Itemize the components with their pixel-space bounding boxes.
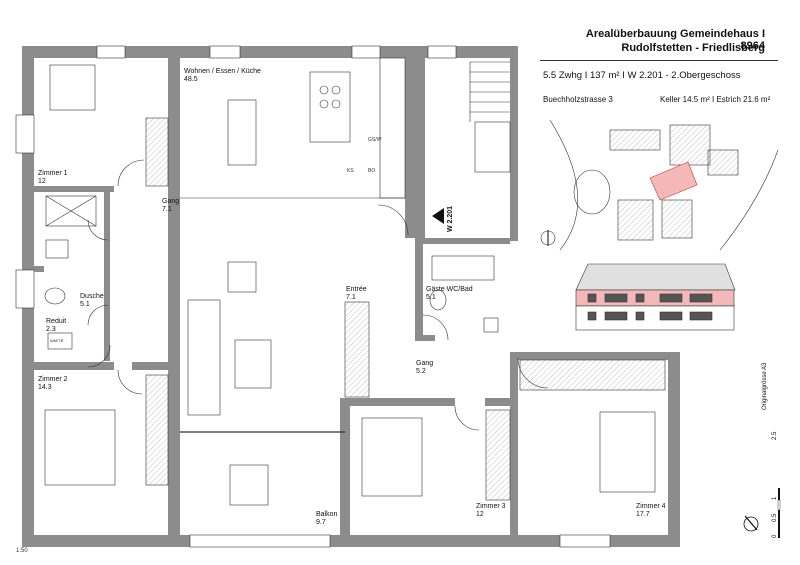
unit-info: 5.5 Zwhg I 137 m² I W 2.201 - 2.Obergesc…	[543, 70, 741, 81]
storage-info: Keller 14.5 m² I Estrich 21.6 m²	[660, 95, 771, 104]
appliance-gs: GS/W	[368, 137, 382, 143]
unit-marker: W 2.201	[447, 205, 454, 232]
project-location: Rudolfstetten - Friedlisberg	[621, 42, 765, 54]
appliance-ks: KS	[347, 168, 354, 174]
fixtures	[44, 57, 666, 506]
windows	[15, 45, 611, 548]
site-map	[540, 119, 779, 251]
unit-marker-arrow	[432, 208, 444, 224]
paper-format: Originalgrösse A3	[762, 362, 768, 410]
scale-bar-label-3: 2.5	[772, 431, 778, 440]
scale-bar	[777, 488, 781, 538]
north-arrow-icon	[743, 515, 759, 532]
scale-bar-label-2: 1	[772, 496, 778, 500]
scale-bar-label-0: 0	[772, 534, 778, 538]
elevation-drawing	[575, 263, 736, 331]
outer-walls	[22, 46, 680, 547]
appliance-bo: BO	[368, 168, 376, 174]
address: Buechholzstrasse 3	[543, 95, 613, 104]
project-title: Arealüberbauung Gemeindehaus I 8964	[585, 28, 765, 52]
interior-walls	[34, 58, 518, 544]
appliance-wm: WM/TB	[50, 338, 64, 343]
scale-label: 1:50	[16, 548, 28, 554]
scale-bar-label-1: 0.5	[772, 513, 778, 522]
title-divider	[540, 60, 778, 61]
